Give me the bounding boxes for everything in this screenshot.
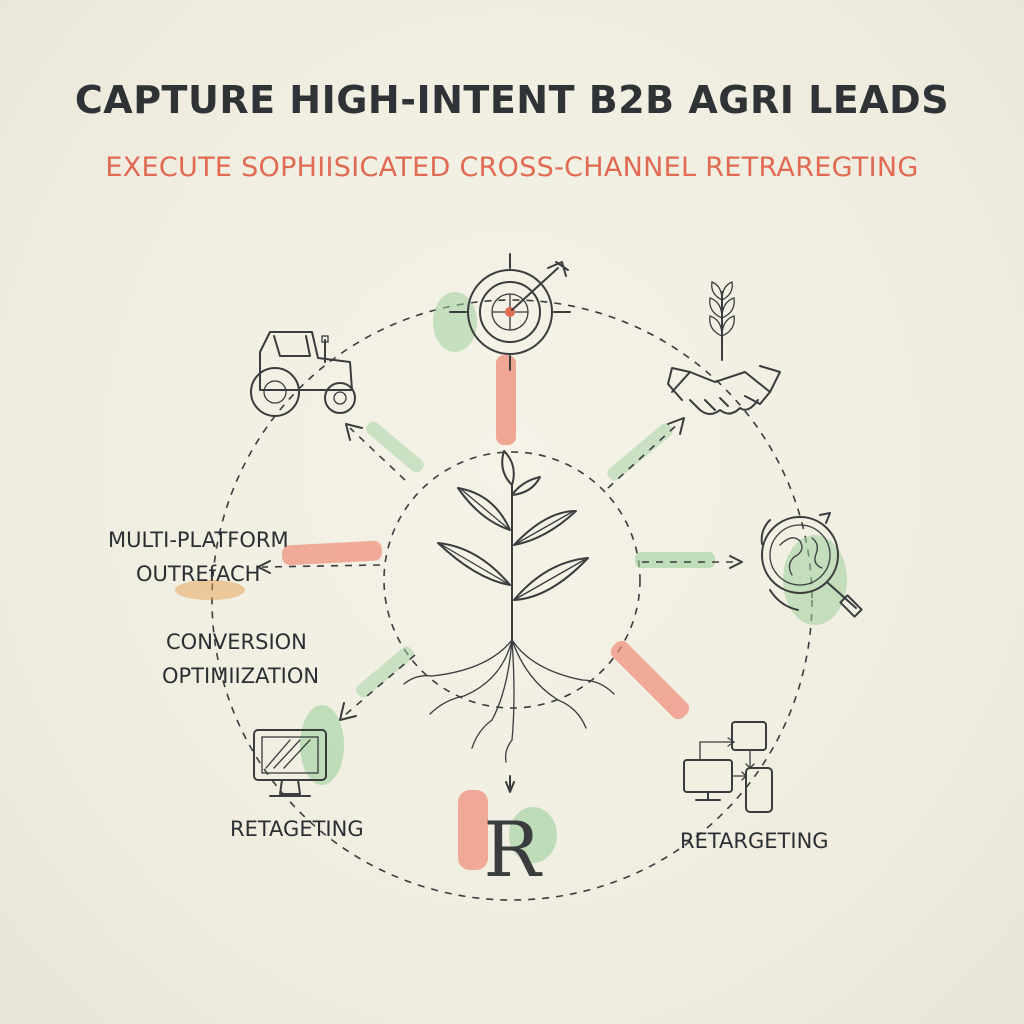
computer-monitor-icon bbox=[253, 729, 327, 797]
target-icon bbox=[449, 253, 571, 371]
label-retargeting-left: RETAGETING bbox=[230, 817, 364, 841]
center-letter: R bbox=[483, 805, 543, 894]
arrow-head-handshake bbox=[667, 417, 685, 435]
accent-green-upper-left bbox=[366, 421, 424, 473]
accent-orange-outreach bbox=[175, 580, 245, 600]
accent-green-letter bbox=[509, 807, 557, 863]
label-conversion-line1: CONVERSION bbox=[166, 630, 307, 654]
globe-magnifier-icon bbox=[760, 512, 863, 618]
arrow-head-letter bbox=[505, 775, 515, 793]
label-retargeting-right: RETARGETING bbox=[680, 829, 829, 853]
accent-green-globe bbox=[783, 535, 847, 625]
arrow-head-tractor bbox=[345, 423, 363, 441]
connector-arrows bbox=[257, 417, 743, 793]
arrow-head-outreach bbox=[257, 560, 271, 574]
wheat-handshake-icon bbox=[667, 281, 781, 415]
accent-green-upper-right bbox=[607, 423, 673, 481]
inner-dashed-ring bbox=[383, 451, 641, 709]
arrow-head-globe bbox=[729, 555, 743, 569]
arrow-to-monitor bbox=[344, 654, 416, 716]
plant-roots-icon bbox=[403, 450, 615, 763]
page-subtitle: EXECUTE SOPHIISICATED CROSS-CHANNEL RETR… bbox=[105, 152, 919, 183]
label-conversion-line2: OPTIMIIZATION bbox=[162, 664, 320, 688]
label-outreach-line1: MULTI-PLATFORM bbox=[108, 528, 289, 552]
accent-strokes bbox=[175, 292, 847, 870]
arrow-to-handshake bbox=[607, 421, 681, 489]
label-outreach-line2: OUTREfACH bbox=[136, 562, 261, 586]
accent-green-right bbox=[635, 552, 715, 568]
tractor-icon bbox=[250, 331, 356, 417]
accent-red-lower-right bbox=[610, 640, 690, 720]
arrow-head-monitor bbox=[339, 702, 357, 721]
accent-green-monitor bbox=[300, 705, 344, 785]
accent-red-left bbox=[281, 540, 383, 566]
accent-green-target bbox=[433, 292, 477, 352]
devices-icon bbox=[683, 721, 773, 813]
arrow-to-outreach bbox=[261, 564, 381, 568]
accent-green-lower-left bbox=[356, 646, 414, 698]
accent-red-letter bbox=[458, 790, 488, 870]
accent-red-top bbox=[496, 355, 516, 445]
page-title: CAPTURE HIGH-INTENT B2B AGRI LEADS bbox=[74, 78, 950, 122]
